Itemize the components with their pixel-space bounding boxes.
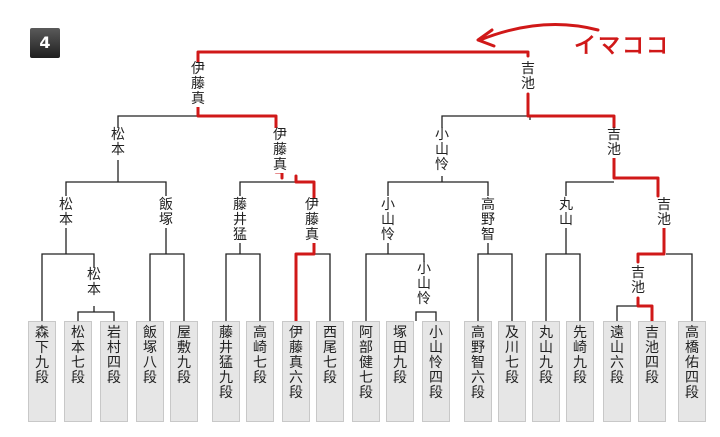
player-box: 丸山九段 (532, 321, 560, 422)
highlight-line (526, 92, 660, 198)
bracket-line (225, 253, 261, 321)
winner-label: 伊藤真 (186, 62, 210, 107)
winner-label: 松本 (106, 128, 130, 158)
player-box: 阿部健七段 (352, 321, 380, 422)
player-box: 及川七段 (498, 321, 526, 422)
winner-label: 吉池 (516, 62, 540, 92)
highlight-line (294, 174, 316, 323)
player-box: 西尾七段 (316, 321, 344, 422)
winner-label: 高野智 (476, 198, 500, 243)
player-box: 飯塚八段 (136, 321, 164, 422)
bracket-line (41, 253, 95, 321)
bracket-line (441, 115, 530, 128)
arrow-curve (478, 23, 600, 42)
bracket-line (65, 181, 167, 196)
player-box: 松本七段 (64, 321, 92, 422)
winner-label: 松本 (54, 198, 78, 228)
player-box: 高橋佑四段 (678, 321, 706, 422)
arrow-head (476, 28, 496, 48)
player-box: 伊藤真六段 (282, 321, 310, 422)
here-annotation: イマココ (574, 34, 671, 59)
highlight-line (636, 296, 654, 323)
bracket-line (117, 115, 198, 128)
round-badge: 4 (30, 28, 60, 58)
highlight-line (196, 50, 530, 112)
winner-label: 吉池 (626, 266, 650, 296)
bracket-line (149, 253, 185, 321)
player-box: 遠山六段 (603, 321, 631, 422)
winner-label: 飯塚 (154, 198, 178, 228)
player-box: 高野智六段 (464, 321, 492, 422)
bracket-line (616, 305, 653, 321)
winner-label: 小山怜 (412, 262, 436, 307)
player-box: 小山怜四段 (422, 321, 450, 422)
winner-label: 吉池 (652, 198, 676, 228)
player-box: 塚田九段 (386, 321, 414, 422)
bracket-line (387, 181, 489, 196)
bracket-line (477, 253, 513, 321)
bracket-line (365, 253, 425, 321)
bracket-line (314, 253, 331, 321)
winner-label: 松本 (82, 268, 106, 298)
winner-label: 藤井猛 (228, 198, 252, 243)
bracket-line (545, 253, 581, 321)
winner-label: 伊藤真 (300, 198, 324, 243)
bracket-line (565, 181, 614, 196)
player-box: 岩村四段 (100, 321, 128, 422)
player-box: 先崎九段 (566, 321, 594, 422)
winner-label: 吉池 (602, 128, 626, 158)
bracket-lines (41, 115, 693, 321)
bracket-line (77, 311, 115, 321)
winner-label: 丸山 (554, 198, 578, 228)
player-box: 森下九段 (28, 321, 56, 422)
player-box: 吉池四段 (638, 321, 666, 422)
player-box: 藤井猛九段 (212, 321, 240, 422)
winner-label: 小山怜 (430, 128, 454, 173)
highlight-line (636, 226, 666, 264)
bracket-line (666, 253, 693, 321)
bracket-line (415, 311, 437, 321)
player-box: 屋敷九段 (170, 321, 198, 422)
winner-label: 小山怜 (376, 198, 400, 243)
player-box: 高崎七段 (246, 321, 274, 422)
bracket-line (239, 181, 296, 196)
winner-label: 伊藤真 (268, 128, 292, 173)
